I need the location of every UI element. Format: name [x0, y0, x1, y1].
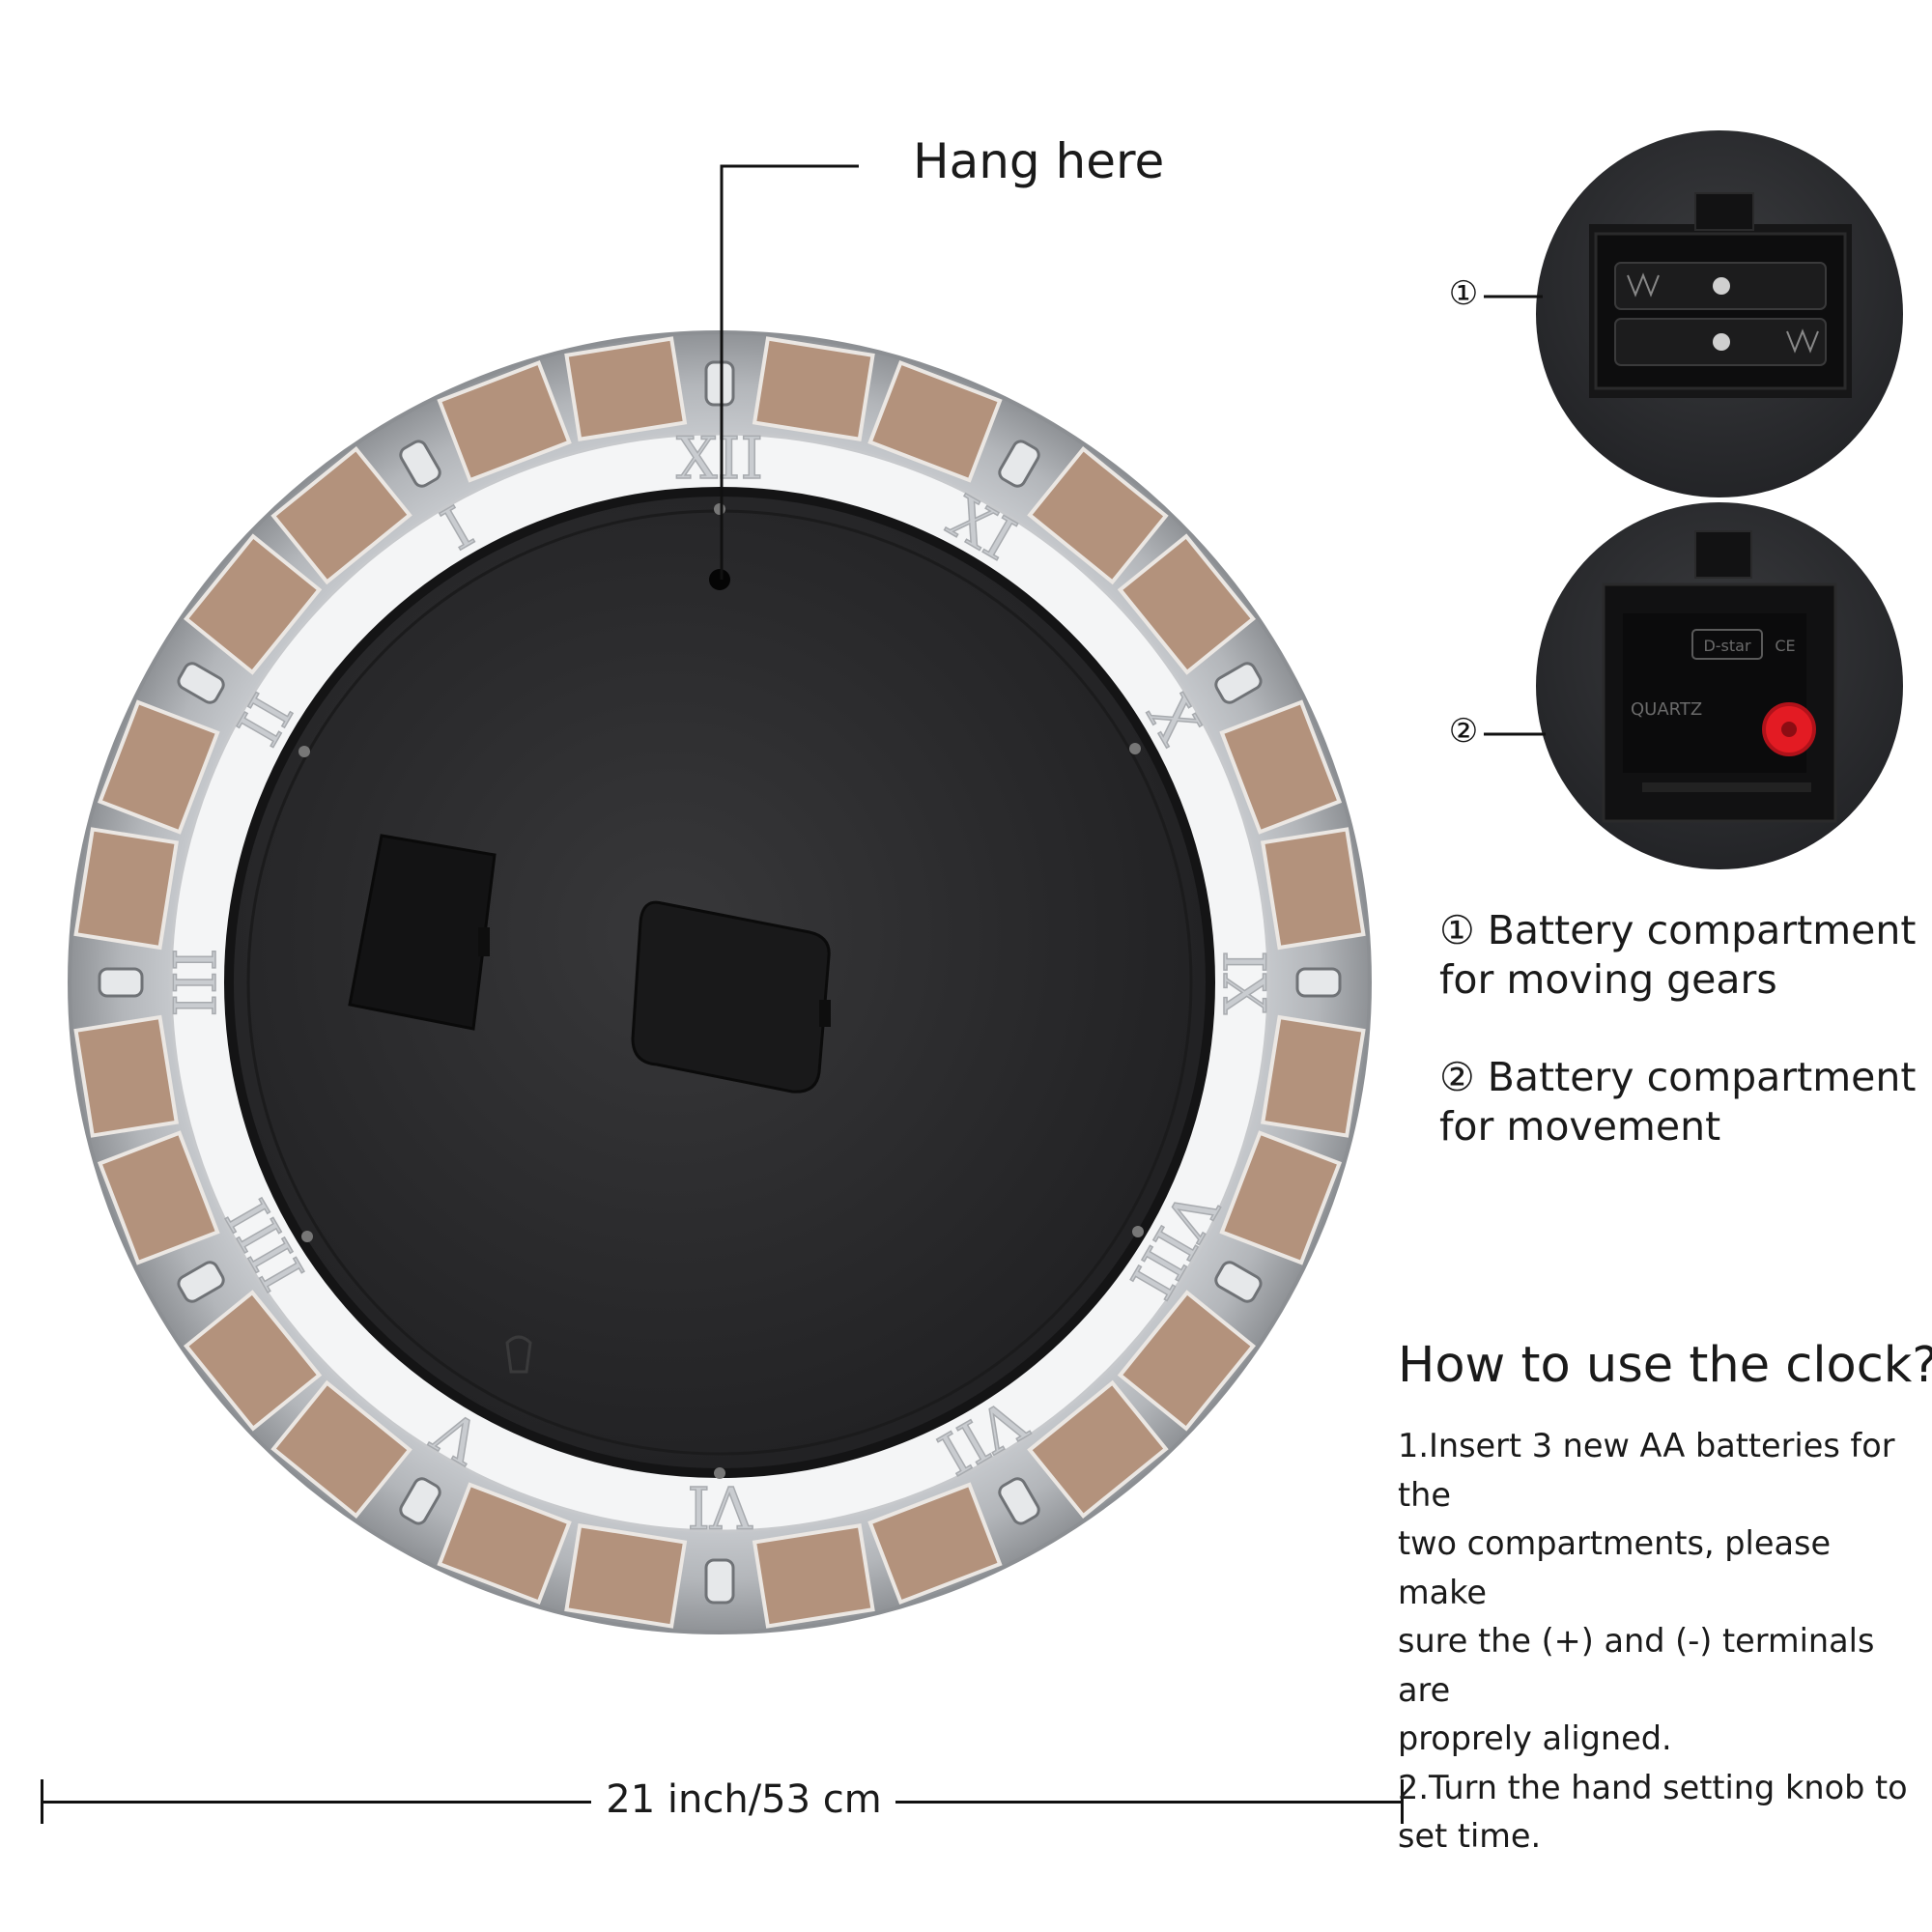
metal-spacer — [1214, 662, 1263, 704]
svg-text:QUARTZ: QUARTZ — [1631, 699, 1702, 720]
roman-numeral: VI — [687, 1472, 753, 1540]
roman-numeral: IX — [1209, 951, 1277, 1015]
wood-pad — [867, 1482, 1003, 1605]
metal-spacer — [399, 440, 441, 488]
wood-pad — [752, 1522, 875, 1629]
movement-battery-cover — [631, 900, 831, 1094]
wood-pad — [1219, 699, 1343, 835]
legend-item-movement: ② Battery compartment for movement — [1439, 1053, 1922, 1151]
wood-pad — [270, 1379, 412, 1520]
legend-movement-line1: ② Battery compartment — [1439, 1054, 1917, 1100]
metal-spacer — [704, 360, 735, 407]
wood-pad — [1027, 445, 1169, 585]
marker-one: ① — [1448, 274, 1479, 313]
legend-gears-line1: ① Battery compartment — [1439, 907, 1917, 953]
legend-item-gears: ① Battery compartment for moving gears — [1439, 906, 1922, 1005]
wood-pad — [564, 1522, 688, 1629]
roman-numeral: III — [162, 948, 230, 1016]
hang-hole — [709, 569, 730, 590]
wood-pad — [183, 1290, 323, 1432]
step1-line2: two compartments, please make — [1398, 1524, 1832, 1611]
step1-line1: 1.Insert 3 new AA batteries for the — [1398, 1427, 1895, 1514]
wood-pad — [73, 827, 180, 951]
metal-spacer — [998, 1477, 1040, 1525]
dimension-line — [41, 1779, 1404, 1824]
wood-pad — [752, 336, 875, 442]
step1-line4: proprely aligned. — [1398, 1719, 1672, 1757]
marker-two: ② — [1448, 712, 1479, 751]
wood-pad — [1260, 1014, 1366, 1138]
wood-pad — [270, 445, 412, 585]
hang-leader-line — [720, 164, 859, 580]
legend-gears-line2: for moving gears — [1439, 956, 1777, 1003]
wood-pad — [564, 336, 688, 442]
howto-title: How to use the clock? — [1398, 1337, 1932, 1394]
svg-text:D-star: D-star — [1703, 637, 1751, 655]
metal-spacer — [177, 662, 225, 704]
wood-pads — [73, 336, 1366, 1629]
dimension-label: 21 inch/53 cm — [606, 1777, 882, 1822]
metal-spacer — [1295, 967, 1342, 998]
metal-spacer — [1214, 1261, 1263, 1303]
wood-pad — [1219, 1130, 1343, 1265]
wood-pad — [867, 359, 1003, 483]
wood-pad — [1027, 1379, 1169, 1520]
wood-pad — [437, 1482, 572, 1605]
metal-spacer — [704, 1558, 735, 1605]
wood-pad — [183, 533, 323, 675]
movement-battery-inset: D-star CE QUARTZ — [1536, 502, 1903, 869]
hang-here-label: Hang here — [913, 133, 1165, 189]
wood-pad — [1117, 1290, 1257, 1432]
wood-pad — [97, 1130, 220, 1265]
legend-movement-line2: for movement — [1439, 1103, 1721, 1150]
svg-text:CE: CE — [1775, 637, 1795, 655]
gears-battery-cover — [348, 834, 497, 1031]
metal-spacer — [998, 440, 1040, 488]
wood-pad — [97, 699, 220, 835]
metal-spacers — [98, 360, 1342, 1605]
metal-spacer — [177, 1261, 225, 1303]
wood-pad — [73, 1014, 180, 1138]
wood-pad — [437, 359, 572, 483]
howto-steps: 1.Insert 3 new AA batteries for the two … — [1398, 1422, 1924, 1861]
wood-pad — [1260, 827, 1366, 951]
step2-line2: set time. — [1398, 1817, 1542, 1855]
step2-line1: 2.Turn the hand setting knob to — [1398, 1768, 1908, 1806]
roman-numeral: XII — [676, 425, 763, 493]
gears-battery-inset — [1536, 130, 1903, 497]
step1-line3: sure the (+) and (-) terminals are — [1398, 1622, 1875, 1709]
metal-spacer — [98, 967, 144, 998]
metal-spacer — [399, 1477, 441, 1525]
wood-pad — [1117, 533, 1257, 675]
